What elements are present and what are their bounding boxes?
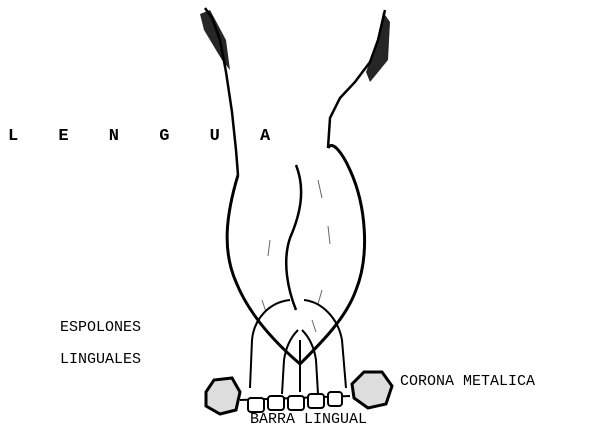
left-tip-fill xyxy=(200,10,230,70)
metal-crown-left xyxy=(206,378,240,414)
label-lengua: L E N G U A xyxy=(8,128,285,145)
lingual-spur-mid-right xyxy=(302,330,318,394)
median-groove xyxy=(286,165,301,310)
right-tip-fill xyxy=(366,12,390,82)
label-corona-metalica: CORONA METALICA xyxy=(400,374,535,389)
label-linguales: LINGUALES xyxy=(60,352,141,367)
label-espolones: ESPOLONES xyxy=(60,320,141,335)
right-upper-strand xyxy=(328,10,385,148)
lingual-spur-right xyxy=(304,300,346,388)
metal-crown-right xyxy=(352,372,392,408)
label-barra-lingual: BARRA LINGUAL xyxy=(250,412,367,427)
lingual-bar-teeth xyxy=(248,392,342,412)
